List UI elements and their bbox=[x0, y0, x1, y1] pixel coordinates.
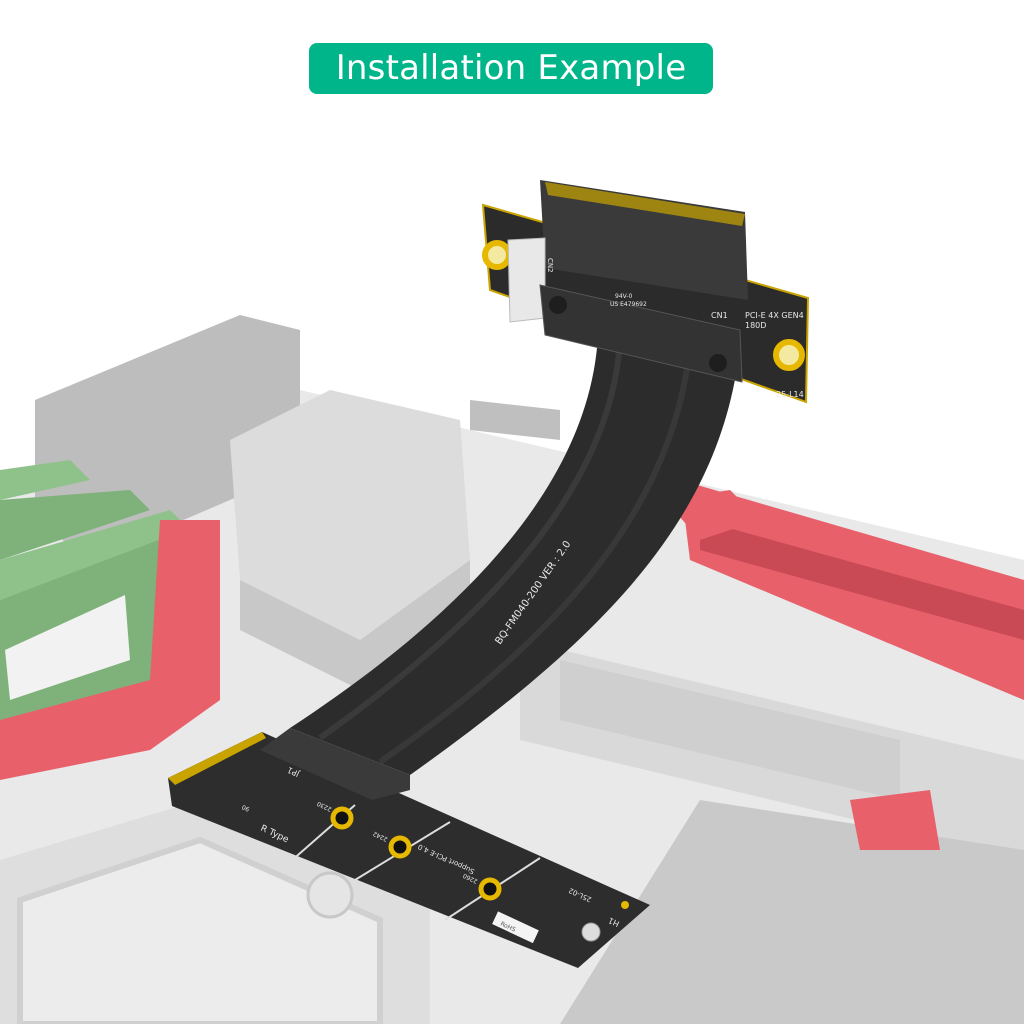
mount-hole-2230 bbox=[330, 806, 354, 830]
cert-line2: US E479692 bbox=[610, 301, 647, 308]
mount-hole-left bbox=[482, 240, 512, 270]
m2-adapter-card: RoHS JP1 R Type 90 2230 2242 2260 Suppor… bbox=[168, 728, 650, 968]
pcie-riser-board: CN1 CN2 PCI-E 4X GEN4 180D 25-L14 94V-0 … bbox=[481, 180, 810, 404]
spec-line1: PCI-E 4X GEN4 bbox=[745, 311, 804, 320]
riser-model: 25-L14 bbox=[776, 390, 804, 399]
standoff-screw bbox=[581, 922, 601, 942]
cn1-label: CN1 bbox=[711, 311, 728, 320]
cable-clamp bbox=[539, 284, 743, 383]
h1-label: H1 bbox=[607, 915, 621, 928]
key-label: 90 bbox=[241, 803, 251, 813]
mount-hole-2242 bbox=[388, 835, 412, 859]
mount-hole-2260 bbox=[478, 877, 502, 901]
mount-hole-right bbox=[773, 339, 805, 371]
spec-line2: 180D bbox=[745, 321, 766, 330]
ribbon-cable bbox=[290, 335, 740, 775]
title-banner: Installation Example bbox=[309, 43, 713, 94]
power-connector bbox=[507, 237, 546, 323]
cn2-label: CN2 bbox=[546, 258, 554, 273]
ram-modules bbox=[0, 460, 220, 780]
cert-line1: 94V-0 bbox=[615, 293, 633, 300]
cable-ferrule bbox=[260, 728, 410, 800]
